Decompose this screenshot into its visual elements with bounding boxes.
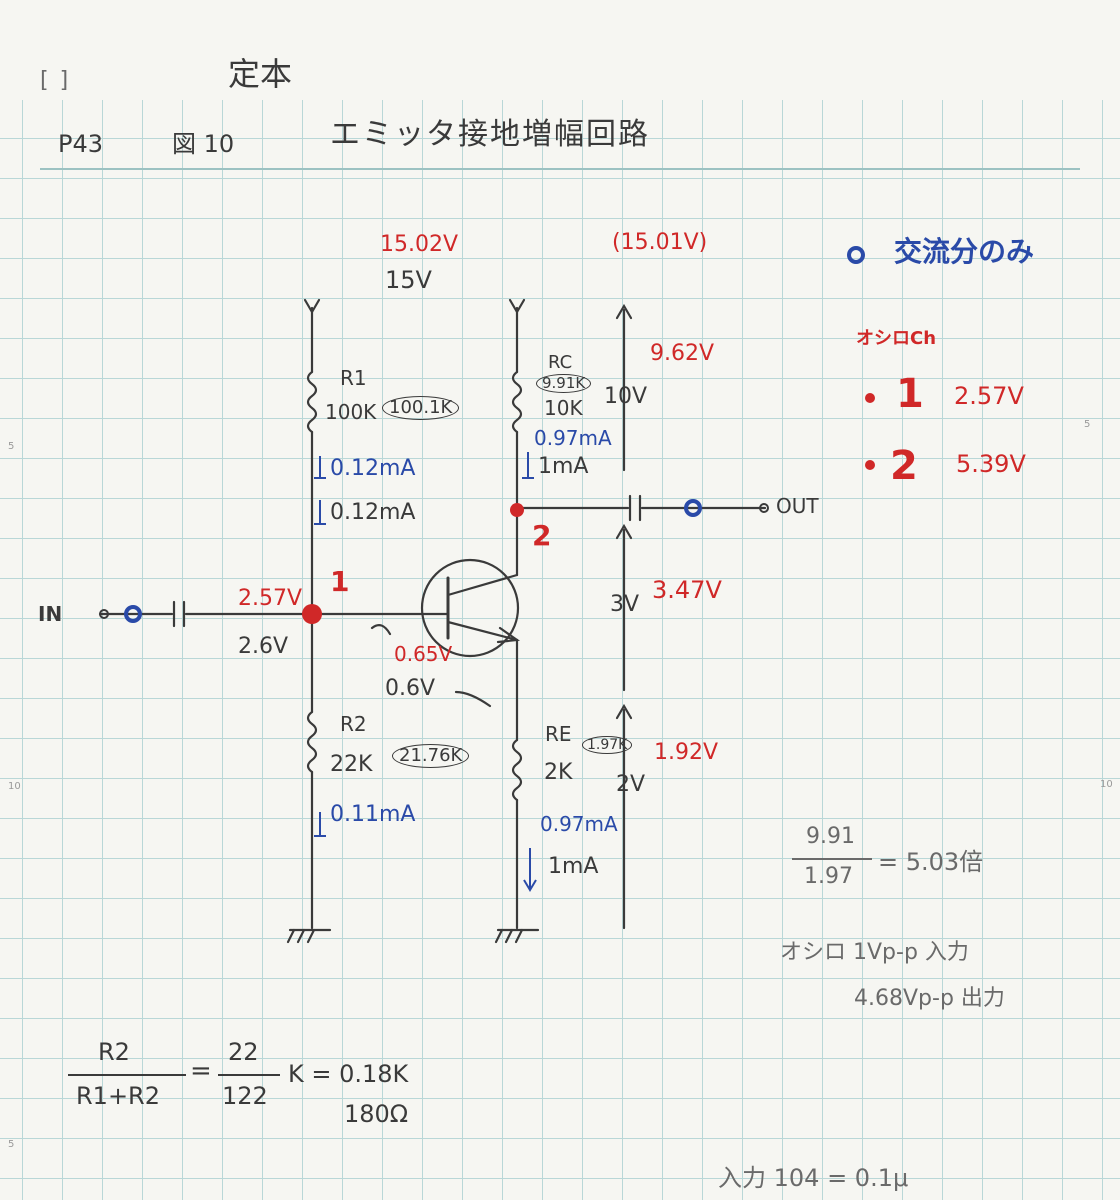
vce-measured: 3.47V (652, 576, 722, 604)
divider-equals: = (190, 1056, 212, 1086)
input-probe-dot (124, 605, 142, 623)
supply-measured-left: 15.02V (380, 232, 459, 257)
node-1-number: 1 (330, 565, 350, 598)
figure-ref: 図 10 (172, 130, 235, 158)
divider-numerator-value: 22 (228, 1038, 259, 1066)
margin-tick-10-left: 10 (8, 781, 21, 792)
rc-drop: 10V (604, 384, 648, 409)
vbe-tick (454, 690, 492, 708)
supply-measured-right: (15.01V) (612, 230, 708, 255)
output-terminal (759, 503, 769, 513)
re-measured: 1.97K (582, 736, 633, 754)
collector-lead (446, 573, 519, 597)
scope-input-note: オシロ 1Vp-p 入力 (780, 940, 969, 965)
re-name: RE (545, 722, 572, 746)
node-1-nominal: 2.6V (238, 634, 289, 659)
legend-ac-dot (847, 246, 865, 264)
rc-name: RC (548, 352, 573, 373)
margin-tick-5-left: 5 (8, 441, 15, 452)
rc-current-measured: 0.97mA (534, 426, 612, 450)
gain-result: = 5.03倍 (878, 848, 984, 876)
divider-denominator-value: 122 (222, 1082, 268, 1110)
legend-ch1-number: 1 (896, 371, 924, 417)
output-probe-dot (684, 499, 702, 517)
supply-nominal-left: 15V (385, 266, 432, 294)
vbe-arrow (370, 624, 392, 636)
node-1-dot (302, 604, 322, 624)
vcc-arrow-right (508, 298, 526, 315)
gain-denominator: 1.97 (804, 864, 853, 889)
subject-label: 定本 (228, 55, 293, 93)
r2-measured: 21.76K (392, 744, 470, 768)
divider-fraction-line (68, 1074, 186, 1076)
gain-fraction-line (792, 858, 872, 860)
divider-denominator: R1+R2 (76, 1082, 160, 1110)
vbe-measured: 0.65V (394, 642, 453, 666)
r1-measured: 100.1K (382, 396, 460, 420)
margin-tick-bottom: 5 (8, 1139, 15, 1150)
page-title: エミッタ接地増幅回路 (330, 117, 650, 152)
gain-numerator: 9.91 (806, 824, 855, 849)
re-current: 1mA (548, 854, 599, 879)
input-label: IN (38, 602, 63, 626)
margin-tick-5-right: 5 (1084, 419, 1091, 430)
emitter-arrow (496, 626, 521, 644)
legend-ch2-value: 5.39V (956, 450, 1026, 478)
re-drop: 2V (616, 772, 646, 797)
legend-ch1-dot (865, 393, 875, 403)
legend-scope-label: オシロCh (856, 328, 937, 349)
r1-current-1: 0.12mA (330, 456, 416, 481)
vcc-arrow-left (303, 298, 321, 315)
rc-measured: 9.91K (536, 374, 592, 393)
rc-value: 10K (544, 396, 583, 420)
re-symbol (511, 738, 523, 802)
title-rule (40, 100, 1080, 170)
input-terminal (99, 609, 109, 619)
page-ref: P43 (58, 130, 104, 158)
r1-symbol (306, 370, 318, 434)
node-2-number: 2 (532, 519, 552, 552)
vbe-nominal: 0.6V (385, 676, 436, 701)
legend-ch2-number: 2 (890, 443, 918, 489)
node-1-measured: 2.57V (238, 586, 303, 611)
legend-ch1-value: 2.57V (954, 382, 1024, 410)
rc-symbol (511, 370, 523, 434)
scope-output-note: 4.68Vp-p 出力 (854, 986, 1005, 1011)
legend-ac-note: 交流分のみ (894, 235, 1035, 268)
r1-current-2: 0.12mA (330, 500, 416, 525)
page-header-area (0, 0, 1120, 100)
divider-result: K = 0.18K (288, 1060, 409, 1088)
transistor-circle (420, 558, 520, 658)
divider-numerator: R2 (98, 1038, 130, 1066)
divider-value-fraction-line (218, 1074, 280, 1076)
divider-ohms: 180Ω (344, 1100, 409, 1128)
r2-name: R2 (340, 712, 367, 736)
legend-ch2-dot (865, 460, 875, 470)
output-label: OUT (776, 494, 819, 518)
rc-current: 1mA (538, 454, 589, 479)
header-bracket: [ ] (40, 68, 71, 93)
r2-symbol (306, 710, 318, 774)
emitter-lead (446, 620, 519, 642)
vce-nominal: 3V (610, 592, 640, 617)
re-value: 2K (544, 760, 573, 785)
node-2-dot (510, 503, 524, 517)
margin-tick-10-right: 10 (1100, 779, 1113, 790)
re-current-measured: 0.97mA (540, 812, 618, 836)
r1-name: R1 (340, 366, 367, 390)
rc-drop-measured: 9.62V (650, 341, 715, 366)
re-drop-measured: 1.92V (654, 740, 719, 765)
r2-current: 0.11mA (330, 802, 416, 827)
bottom-note: 入力 104 = 0.1μ (718, 1164, 909, 1192)
r1-value: 100K (325, 400, 377, 424)
r2-value: 22K (330, 752, 373, 777)
